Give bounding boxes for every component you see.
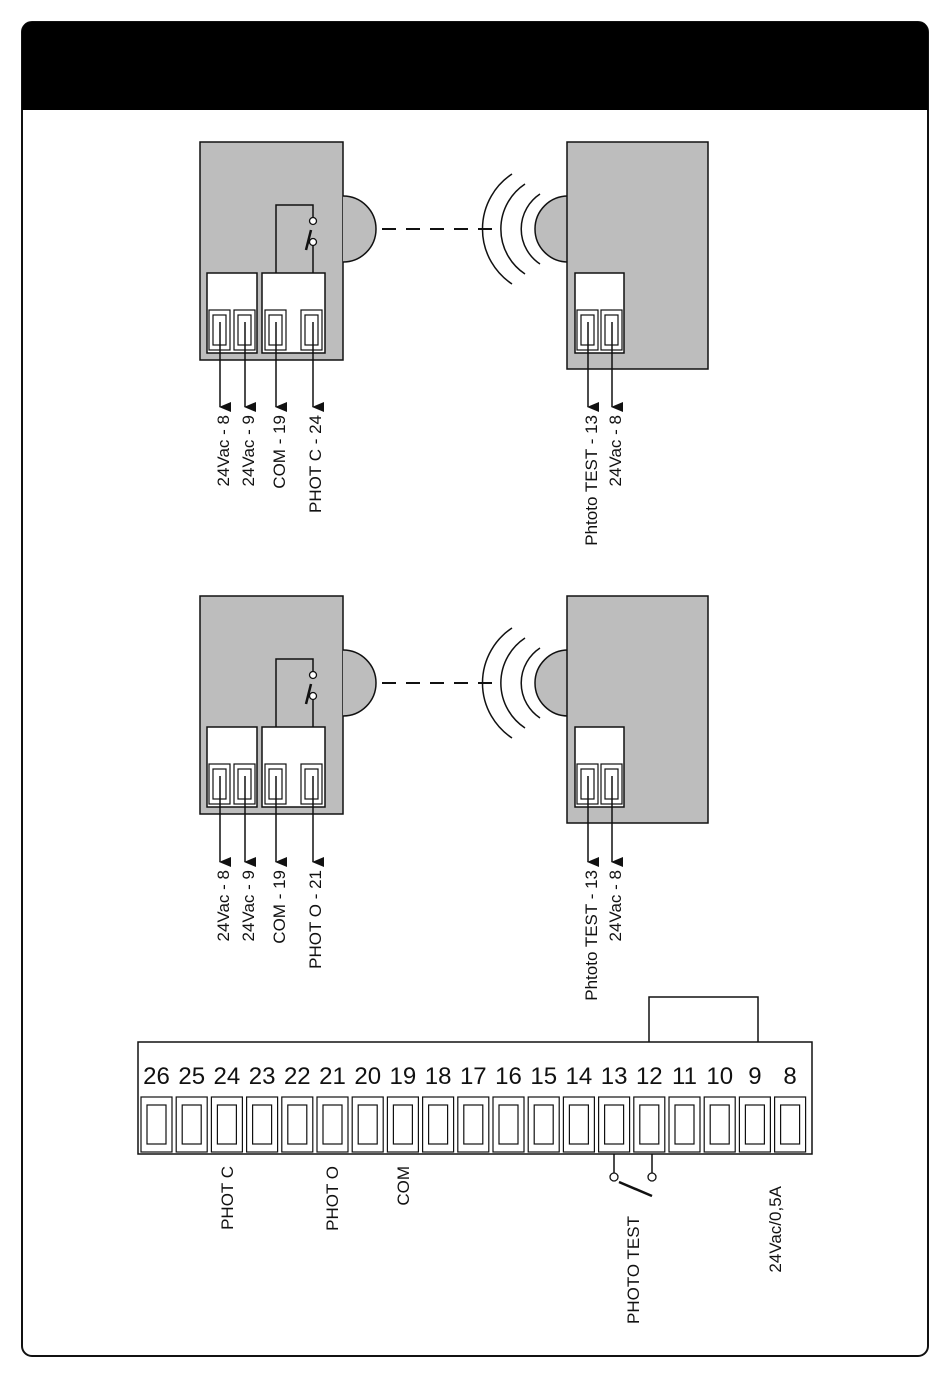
contact-icon: [310, 672, 317, 679]
terminal-number: 11: [672, 1063, 697, 1090]
com-label: COM: [394, 1166, 413, 1206]
terminal-number: 20: [354, 1063, 381, 1090]
terminal-clamp: [710, 1105, 729, 1144]
terminal-clamp: [675, 1105, 694, 1144]
wire-label: Phtoto TEST - 13: [582, 870, 601, 1001]
terminal-clamp: [464, 1105, 483, 1144]
terminal-clamp: [358, 1105, 377, 1144]
wire-label: 24Vac - 8: [214, 870, 233, 942]
terminal-clamp: [640, 1105, 659, 1144]
terminal-number: 13: [601, 1063, 628, 1090]
terminal-number: 16: [495, 1063, 522, 1090]
wire-label: 24Vac - 9: [239, 870, 258, 942]
terminal-number: 23: [249, 1063, 276, 1090]
wire-label: 24Vac - 8: [606, 870, 625, 942]
wire-label: 24Vac - 9: [239, 415, 258, 487]
terminal-number: 24: [214, 1063, 241, 1090]
phot-c-label: PHOT C: [218, 1166, 237, 1230]
terminal-number: 26: [143, 1063, 170, 1090]
terminal-number: 19: [390, 1063, 417, 1090]
wire-label: 24Vac - 8: [214, 415, 233, 487]
wire-label: 24Vac - 8: [606, 415, 625, 487]
switch-contact-icon: [610, 1173, 618, 1181]
terminal-number: 17: [460, 1063, 487, 1090]
header-bar: [22, 22, 928, 110]
terminal-number: 9: [748, 1063, 761, 1090]
terminal-clamp: [323, 1105, 342, 1144]
terminal-clamp: [182, 1105, 201, 1144]
terminal-number: 12: [636, 1063, 663, 1090]
wire-label: PHOT C - 24: [306, 415, 325, 513]
terminal-number: 14: [566, 1063, 593, 1090]
terminal-number: 15: [530, 1063, 557, 1090]
terminal-clamp: [393, 1105, 412, 1144]
terminal-cells: [141, 1097, 806, 1152]
power-label: 24Vac/0,5A: [766, 1185, 785, 1272]
terminal-clamp: [499, 1105, 518, 1144]
wire-label: Phtoto TEST - 13: [582, 415, 601, 546]
terminal-clamp: [534, 1105, 553, 1144]
terminal-number: 21: [319, 1063, 346, 1090]
wire-label: COM - 19: [270, 870, 289, 944]
page-frame: [22, 22, 928, 1356]
terminal-clamp: [288, 1105, 307, 1144]
terminal-clamp: [253, 1105, 272, 1144]
terminal-number: 8: [783, 1063, 796, 1090]
terminal-clamp: [745, 1105, 764, 1144]
wire-label: PHOT O - 21: [306, 870, 325, 969]
terminal-clamp: [781, 1105, 800, 1144]
terminal-number: 25: [178, 1063, 205, 1090]
terminal-clamp: [147, 1105, 166, 1144]
contact-icon: [310, 218, 317, 225]
terminal-number: 18: [425, 1063, 452, 1090]
terminal-number: 10: [706, 1063, 733, 1090]
photo-test-label: PHOTO TEST: [624, 1216, 643, 1324]
terminal-clamp: [429, 1105, 448, 1144]
terminal-number: 22: [284, 1063, 311, 1090]
terminal-clamp: [569, 1105, 588, 1144]
wire-label: COM - 19: [270, 415, 289, 489]
terminal-clamp: [605, 1105, 624, 1144]
phot-o-label: PHOT O: [323, 1166, 342, 1231]
terminal-clamp: [217, 1105, 236, 1144]
